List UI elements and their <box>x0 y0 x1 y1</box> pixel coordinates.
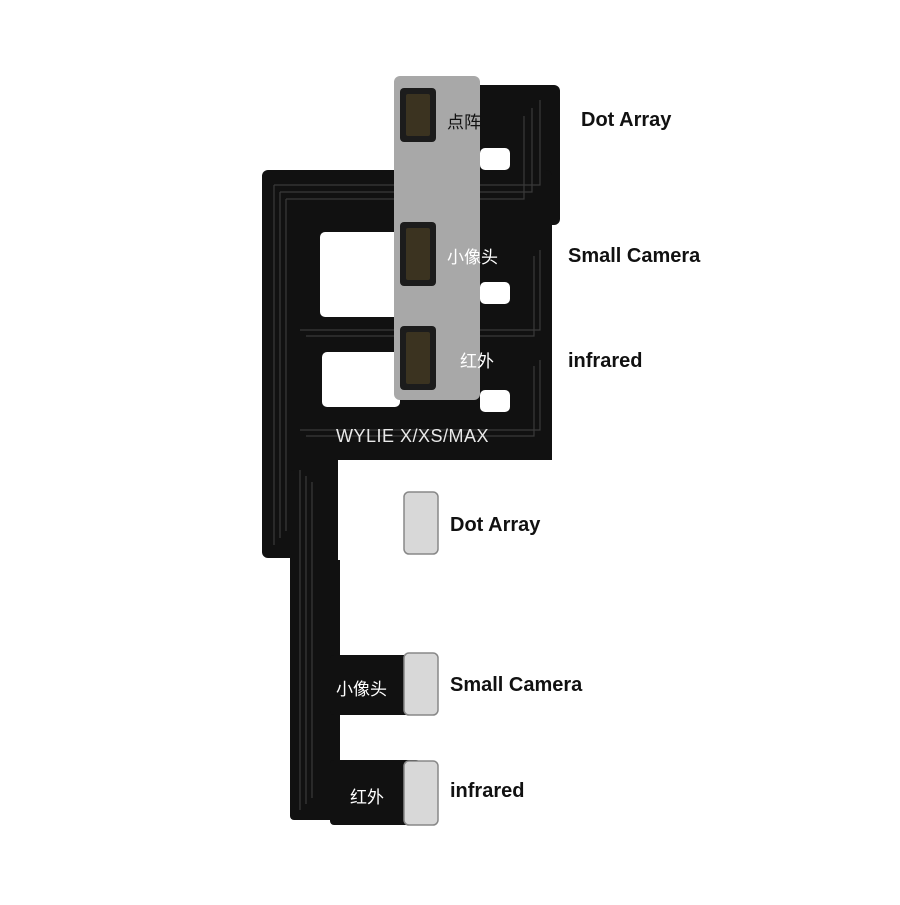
tab-cn-label-small-camera: 小像头 <box>336 680 387 700</box>
b2b-connector-infrared <box>400 326 436 390</box>
connector-cn-label-small-camera: 小像头 <box>447 248 498 268</box>
flex-cable-cutouts <box>320 148 558 758</box>
callout-infrared-top: infrared <box>568 350 643 372</box>
contact-tab-infrared <box>403 760 439 826</box>
b2b-connector-small-camera <box>400 222 436 286</box>
callout-small-camera-bottom: Small Camera <box>450 674 583 696</box>
b2b-connector-dot-array <box>400 88 436 142</box>
callout-small-camera-top: Small Camera <box>568 245 701 267</box>
callout-dot-array-top: Dot Array <box>581 109 672 131</box>
connector-cn-label-dot-array: 点阵 <box>447 113 481 133</box>
tab-cn-label-infrared: 红外 <box>350 788 384 808</box>
flex-cable-traces <box>273 100 541 810</box>
contact-tab-dot-array <box>403 491 439 555</box>
callout-dot-array-bottom: Dot Array <box>450 514 541 536</box>
callout-infrared-bottom: infrared <box>450 780 525 802</box>
product-brand-text: WYLIE X/XS/MAX <box>336 426 490 446</box>
stiffener-plate <box>394 76 480 400</box>
tab-cn-label-dot-array: 点阵 <box>348 515 382 535</box>
connector-cn-label-infrared: 红外 <box>460 352 494 372</box>
contact-tab-small-camera <box>403 652 439 716</box>
